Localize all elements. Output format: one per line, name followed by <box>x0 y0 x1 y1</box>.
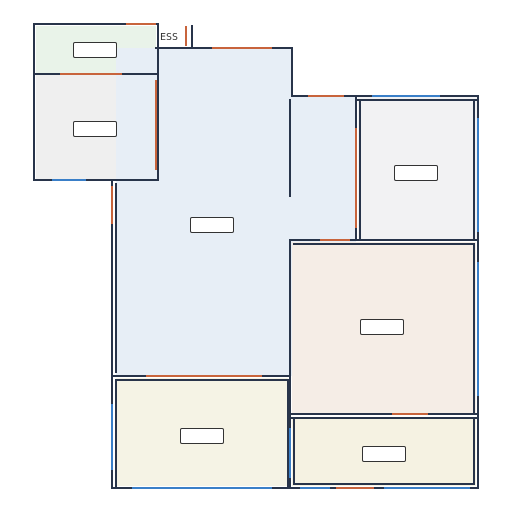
room-living-alcove-fill <box>290 96 356 242</box>
room-label-bottom-right <box>362 446 406 462</box>
room-label-right-top <box>394 165 438 181</box>
room-label-right-middle <box>360 319 404 335</box>
room-living-fill <box>116 48 292 376</box>
doors <box>60 23 428 489</box>
windows <box>52 95 479 489</box>
room-label-bottom-left <box>180 428 224 444</box>
corner-tag: ESS <box>160 32 179 43</box>
room-label-top-left <box>73 42 117 58</box>
room-label-living-room <box>190 217 234 233</box>
room-label-left-middle <box>73 121 117 137</box>
